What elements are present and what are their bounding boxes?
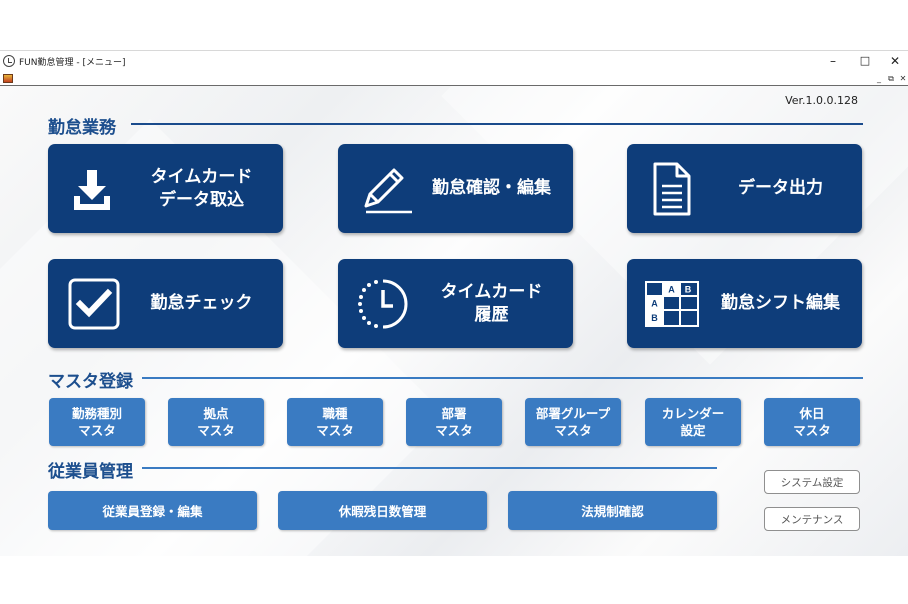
checkbox-icon [68,278,120,330]
close-button[interactable]: ✕ [889,54,901,68]
section-title-master: マスタ登録 [48,372,133,392]
section-title-employee: 従業員管理 [48,462,133,482]
regulation-check-button[interactable]: 法規制確認 [508,491,717,530]
attendance-check-button[interactable]: 勤怠チェック [48,259,283,348]
timecard-import-button[interactable]: タイムカード データ取込 [48,144,283,233]
clock-app-icon [3,55,15,67]
job-type-master-button[interactable]: 職種 マスタ [287,398,383,446]
timecard-history-button[interactable]: タイムカード 履歴 [338,259,573,348]
location-master-button[interactable]: 拠点 マスタ [168,398,264,446]
menu-content: Ver.1.0.0.128 勤怠業務 タイムカード データ取込 勤怠確認・編集 [0,86,908,556]
mdi-child-icon[interactable] [3,74,13,83]
version-label: Ver.1.0.0.128 [785,94,858,107]
minimize-button[interactable]: – [830,54,836,68]
attendance-check-label: 勤怠チェック [150,293,253,313]
system-settings-button[interactable]: システム設定 [764,470,860,494]
shift-edit-label: 勤怠シフト編集 [721,293,840,313]
clock-history-icon [358,279,408,329]
attendance-edit-label: 勤怠確認・編集 [432,178,551,198]
grid-cell-text: B [685,285,692,295]
data-export-button[interactable]: データ出力 [627,144,862,233]
employee-edit-button[interactable]: 従業員登録・編集 [48,491,257,530]
maintenance-button[interactable]: メンテナンス [764,507,860,531]
work-type-master-button[interactable]: 勤務種別 マスタ [49,398,145,446]
data-export-label: データ出力 [738,178,823,198]
grid-cell-text: A [668,285,675,295]
maximize-button[interactable]: □ [859,54,871,67]
mdi-close-button[interactable]: ✕ [899,74,907,83]
department-master-button[interactable]: 部署 マスタ [406,398,502,446]
calendar-settings-button[interactable]: カレンダー 設定 [645,398,741,446]
timecard-import-label: タイムカード データ取込 [150,166,253,210]
grid-cell-text: A [651,299,658,309]
mdi-minimize-button[interactable]: _ [877,74,881,83]
document-icon [653,162,691,216]
app-window: FUN勤怠管理 - [メニュー] – □ ✕ _ ⧉ ✕ Ver.1.0.0.1… [0,50,908,556]
leave-balance-button[interactable]: 休暇残日数管理 [278,491,487,530]
pencil-icon [364,168,412,214]
section-divider-employee [142,467,717,469]
section-title-attendance: 勤怠業務 [48,118,116,138]
mdi-restore-button[interactable]: ⧉ [888,74,894,83]
holiday-master-button[interactable]: 休日 マスタ [764,398,860,446]
window-title: FUN勤怠管理 - [メニュー] [19,58,126,68]
timecard-history-label: タイムカード 履歴 [440,281,543,325]
title-bar: FUN勤怠管理 - [メニュー] – □ ✕ [0,51,908,72]
section-divider-master [142,377,863,379]
shift-grid-icon: A B A B [645,281,699,327]
attendance-edit-button[interactable]: 勤怠確認・編集 [338,144,573,233]
shift-edit-button[interactable]: A B A B 勤怠シフト編集 [627,259,862,348]
mdi-menu-bar: _ ⧉ ✕ [0,72,908,86]
section-divider-attendance [131,123,863,125]
download-icon [74,170,110,210]
department-group-master-button[interactable]: 部署グループ マスタ [525,398,621,446]
grid-cell-text: B [651,313,658,323]
